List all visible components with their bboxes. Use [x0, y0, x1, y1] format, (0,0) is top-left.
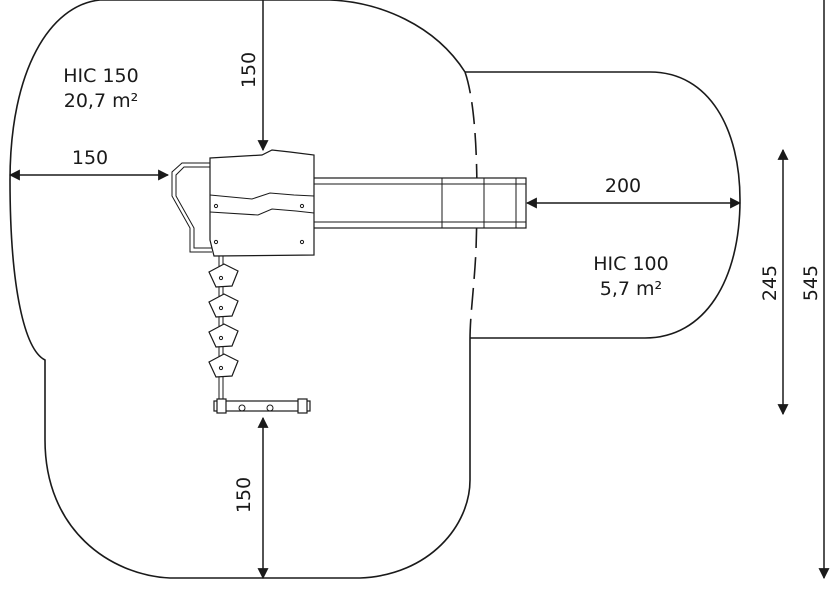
top-clearance-label: 150 [238, 52, 260, 88]
total-width-label: 545 [800, 265, 822, 301]
climbing-ladder [208, 256, 239, 402]
slide-zone-width-label: 245 [759, 265, 781, 301]
platform-tower [209, 149, 315, 257]
slide-clearance-label: 200 [605, 175, 641, 197]
slide [311, 177, 527, 229]
bottom-clearance-label: 150 [233, 477, 255, 513]
side-railing [171, 162, 212, 253]
main-zone-title: HIC 150 [63, 65, 138, 87]
main-zone-area: 20,7 m² [64, 90, 138, 112]
zone-boundary-dashed [464, 71, 478, 341]
ladder-base-beam [213, 398, 311, 414]
main-safety-zone-outline [9, 0, 471, 579]
left-clearance-label: 150 [72, 147, 108, 169]
slide-zone-title: HIC 100 [593, 253, 668, 275]
slide-zone-area: 5,7 m² [600, 278, 662, 300]
